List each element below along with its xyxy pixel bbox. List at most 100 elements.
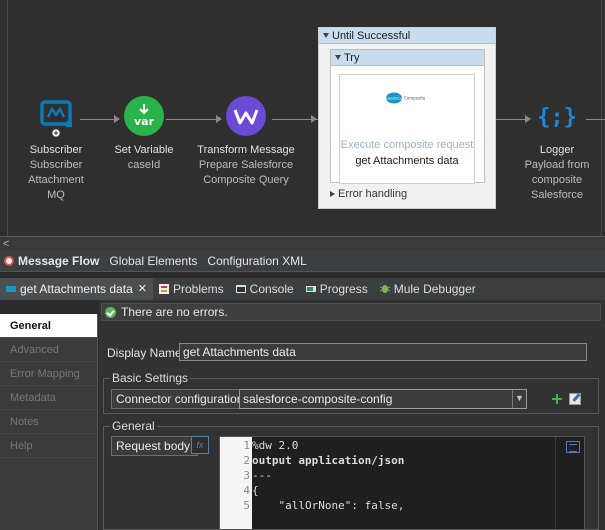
flow-arrow	[525, 115, 531, 123]
tab-mule-debugger[interactable]: Mule Debugger	[374, 278, 482, 300]
message-flow-icon	[4, 255, 14, 266]
scroll-left-icon[interactable]: <	[3, 238, 10, 250]
tab-properties[interactable]: get Attachments data ✕	[0, 278, 153, 300]
line-number: 3	[243, 469, 250, 482]
dataweave-icon	[225, 95, 267, 137]
mq-icon	[35, 95, 77, 138]
set-variable-subtitle: caseId	[127, 159, 161, 171]
chevron-down-icon[interactable]: ▼	[512, 390, 526, 408]
edit-config-icon[interactable]	[569, 393, 581, 405]
code-line: output application/json	[252, 454, 405, 467]
line-number: 4	[243, 484, 250, 497]
transform-message-subtitle: Prepare Salesforce Composite Query	[198, 159, 294, 186]
editor-margin-line	[555, 437, 556, 529]
close-icon[interactable]: ✕	[137, 283, 147, 295]
flow-canvas[interactable]: Subscriber Subscriber Attachment MQ var …	[0, 0, 605, 236]
tab-label: get Attachments data	[20, 282, 133, 296]
set-variable-component[interactable]: var Set Variable caseId	[112, 95, 176, 173]
basic-settings-group: Basic Settings	[103, 371, 599, 414]
var-icon-text: var	[134, 115, 155, 128]
display-name-input[interactable]: get Attachments data	[179, 343, 587, 361]
connector-operation-label: Execute composite request	[340, 139, 474, 151]
collapse-triangle-icon[interactable]	[323, 33, 329, 38]
display-name-label: Display Name:	[107, 346, 186, 360]
transform-message-name: Transform Message	[197, 144, 295, 156]
properties-icon	[6, 286, 16, 292]
line-number: 2	[243, 454, 250, 467]
logger-component[interactable]: {;} Logger Payload from composite Salesf…	[518, 95, 596, 203]
code-line: %dw 2.0	[252, 439, 299, 452]
transform-message-component[interactable]: Transform Message Prepare Salesforce Com…	[196, 95, 296, 188]
add-config-icon[interactable]	[551, 393, 563, 405]
flow-connector	[586, 119, 605, 120]
svg-text:Composite: Composite	[404, 96, 426, 101]
collapse-triangle-icon[interactable]	[335, 55, 341, 60]
tab-label: Console	[249, 282, 294, 296]
editor-tab-bar: Message Flow Global Elements Configurati…	[0, 250, 605, 272]
nav-general[interactable]: General	[0, 314, 97, 338]
flow-connector	[496, 119, 528, 120]
debugger-icon	[379, 285, 390, 293]
tab-configuration-xml[interactable]: Configuration XML	[203, 250, 312, 272]
connector-config-select[interactable]: salesforce-composite-config ▼	[239, 389, 527, 409]
var-icon: var	[123, 95, 165, 137]
canvas-scrollbar[interactable]: <	[0, 236, 605, 250]
expand-triangle-icon[interactable]	[330, 191, 335, 197]
general-title: General	[110, 419, 157, 433]
try-scope[interactable]: Try salesforce Composite Execute composi…	[330, 49, 485, 184]
logger-name: Logger	[539, 144, 575, 156]
tab-problems[interactable]: Problems	[153, 278, 230, 300]
until-successful-header[interactable]: Until Successful	[319, 28, 495, 44]
flow-lane-left-edge	[7, 0, 8, 236]
line-number: 1	[243, 439, 250, 452]
subscriber-subtitle: Subscriber Attachment MQ	[28, 159, 84, 201]
console-icon	[235, 285, 246, 293]
request-body-label: Request body:	[111, 436, 199, 456]
salesforce-composite-connector[interactable]: salesforce Composite Execute composite r…	[339, 74, 475, 184]
subscriber-name: Subscriber	[29, 144, 83, 156]
logger-subtitle: Payload from composite Salesforce	[524, 159, 590, 201]
until-successful-scope[interactable]: Until Successful Try salesforce Composit…	[318, 27, 496, 209]
status-text: There are no errors.	[121, 305, 228, 319]
nav-error-mapping[interactable]: Error Mapping	[0, 362, 97, 386]
nav-advanced[interactable]: Advanced	[0, 338, 97, 362]
check-icon	[105, 306, 116, 318]
try-title: Try	[344, 52, 360, 64]
nav-notes[interactable]: Notes	[0, 410, 97, 434]
connector-config-label: Connector configuration:	[111, 389, 252, 409]
dataweave-code-editor[interactable]: 1 2 3 4 5 %dw 2.0 output application/jso…	[219, 436, 585, 530]
logger-icon: {;}	[536, 95, 578, 137]
problems-icon	[158, 284, 169, 294]
flow-arrow	[216, 115, 222, 123]
connector-display-name: get Attachments data	[355, 155, 459, 167]
flow-connector	[166, 119, 218, 120]
flow-arrow	[311, 115, 317, 123]
code-line: "allOrNone": false,	[252, 499, 405, 512]
nav-help[interactable]: Help	[0, 434, 97, 458]
subscriber-component[interactable]: Subscriber Subscriber Attachment MQ	[22, 95, 90, 203]
code-line: ---	[252, 469, 272, 482]
until-successful-title: Until Successful	[332, 30, 411, 42]
connector-config-value: salesforce-composite-config	[243, 392, 393, 406]
tab-label: Mule Debugger	[393, 282, 476, 296]
mapping-view-icon[interactable]	[566, 441, 580, 453]
tab-label: Problems	[172, 282, 224, 296]
tab-label: Message Flow	[18, 253, 100, 268]
flow-lane-right-edge	[601, 0, 602, 236]
tab-label: Configuration XML	[207, 253, 307, 268]
try-header[interactable]: Try	[331, 50, 484, 66]
nav-metadata[interactable]: Metadata	[0, 386, 97, 410]
tab-message-flow[interactable]: Message Flow	[0, 250, 105, 272]
error-handling-section[interactable]: Error handling	[330, 188, 407, 200]
svg-text:salesforce: salesforce	[386, 97, 402, 101]
tab-progress[interactable]: Progress	[300, 278, 374, 300]
logger-icon-text: {;}	[537, 105, 577, 130]
fx-toggle-button[interactable]: fx	[191, 436, 209, 454]
code-line: {	[252, 484, 259, 497]
salesforce-logo-icon: salesforce Composite	[385, 91, 429, 105]
set-variable-name: Set Variable	[114, 144, 174, 156]
tab-global-elements[interactable]: Global Elements	[105, 250, 203, 272]
tab-console[interactable]: Console	[230, 278, 300, 300]
error-handling-label: Error handling	[338, 188, 408, 200]
properties-panel: There are no errors. Display Name: get A…	[99, 300, 605, 530]
